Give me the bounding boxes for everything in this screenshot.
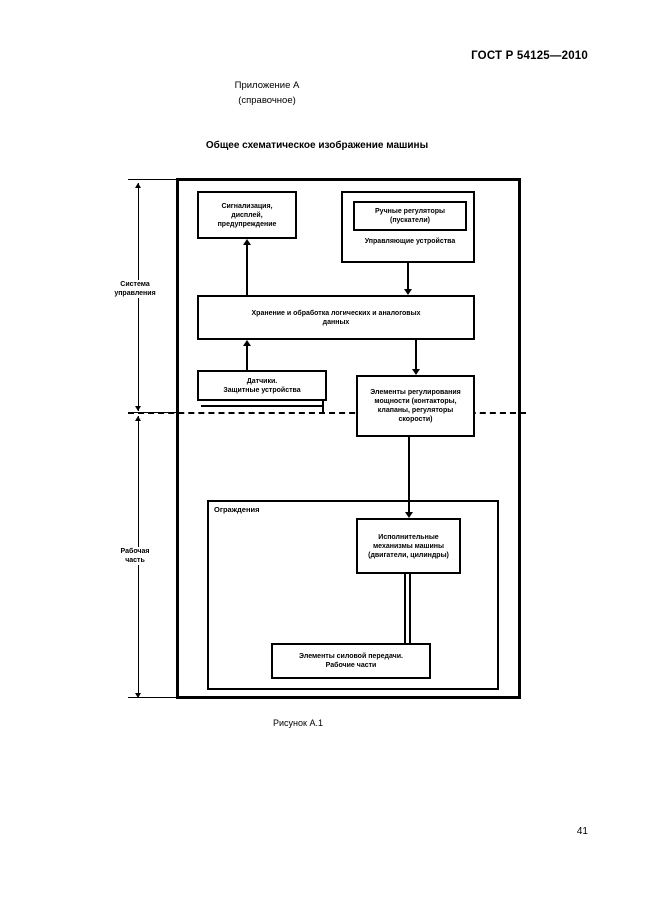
working-part-line-2: часть <box>125 557 145 564</box>
guard-label: Ограждения <box>214 505 260 514</box>
control-devices-label: Управляющие устройства <box>364 238 456 245</box>
dimension-tick-middle <box>128 412 176 413</box>
arrowhead-down-actuators-icon <box>405 512 413 518</box>
connector-sensors-hook-horizontal <box>201 405 324 407</box>
power-line-3: клапаны, регуляторы <box>377 407 454 414</box>
box-machine-actuators: Исполнительные механизмы машины (двигате… <box>356 518 461 574</box>
zone-label-working-part: Рабочая часть <box>100 547 170 565</box>
connector-sensors-hook-vertical <box>322 401 324 413</box>
signal-line-2: дисплей, <box>231 211 263 219</box>
power-line-4: скорости) <box>398 416 433 423</box>
actuators-line-2: механизмы машины <box>372 542 444 550</box>
zone-separator-dashed-line <box>128 412 526 414</box>
connector-power-to-actuators <box>408 437 410 512</box>
dimension-arrow-down-working-part-icon <box>135 693 141 698</box>
guard-frame <box>207 500 499 690</box>
box-signalling-display-warning: Сигнализация, дисплей, предупреждение <box>197 191 297 239</box>
manual-line-2: (пускатели) <box>390 217 430 224</box>
connector-storage-to-power-regulation <box>415 340 417 369</box>
control-system-line-2: управления <box>114 290 156 297</box>
arrowhead-up-storage-icon <box>243 340 251 346</box>
storage-line-2: данных <box>322 318 350 326</box>
transmission-line-1: Элементы силовой передачи. <box>299 653 403 660</box>
box-power-regulation-elements: Элементы регулирования мощности (контакт… <box>356 375 475 437</box>
connector-sensors-to-storage <box>246 346 248 370</box>
figure-caption: Рисунок А.1 <box>273 718 323 728</box>
box-power-transmission-working-parts: Элементы силовой передачи. Рабочие части <box>271 643 431 679</box>
power-line-2: мощности (контакторы, <box>374 398 457 405</box>
connector-actuators-to-transmission-right <box>409 574 411 643</box>
sensors-line-1: Датчики. <box>246 377 278 385</box>
figure-title: Общее схематическое изображение машины <box>205 140 429 151</box>
box-sensors-protective-devices: Датчики. Защитные устройства <box>197 370 327 401</box>
power-line-1: Элементы регулирования <box>370 389 461 396</box>
standard-header: ГОСТ Р 54125—2010 <box>471 50 588 62</box>
zone-label-control-system: Система управления <box>100 280 170 298</box>
control-system-line-1: Система <box>120 281 150 288</box>
dimension-arrow-up-control-system-icon <box>135 183 141 188</box>
appendix-subtitle: (справочное) <box>238 95 296 106</box>
appendix-title: Приложение А <box>234 80 300 91</box>
actuators-line-1: Исполнительные <box>378 533 439 541</box>
dimension-arrow-down-control-system-icon <box>135 406 141 411</box>
appendix-heading: Приложение А (справочное) <box>0 78 590 108</box>
connector-storage-to-signal <box>246 245 248 295</box>
box-logic-analog-data-storage: Хранение и обработка логических и аналог… <box>197 295 475 340</box>
transmission-line-2: Рабочие части <box>325 662 377 669</box>
connector-control-devices-to-storage <box>407 263 409 289</box>
box-control-devices: Ручные регуляторы (пускатели) Управляющи… <box>341 191 475 263</box>
working-part-line-1: Рабочая <box>120 548 150 555</box>
sensors-line-2: Защитные устройства <box>223 386 301 394</box>
page-number: 41 <box>576 826 588 837</box>
dimension-tick-top <box>128 179 176 180</box>
storage-line-1: Хранение и обработка логических и аналог… <box>251 309 421 317</box>
arrowhead-up-signal-icon <box>243 239 251 245</box>
signal-line-3: предупреждение <box>217 220 277 228</box>
dimension-tick-bottom <box>128 697 176 698</box>
signal-line-1: Сигнализация, <box>221 202 273 210</box>
box-manual-controls: Ручные регуляторы (пускатели) <box>353 201 467 231</box>
arrowhead-down-storage-icon <box>404 289 412 295</box>
machine-outer-frame <box>176 178 521 699</box>
arrowhead-down-power-icon <box>412 369 420 375</box>
actuators-line-3: (двигатели, цилиндры) <box>368 551 449 559</box>
manual-line-1: Ручные регуляторы <box>375 208 445 215</box>
connector-actuators-to-transmission-left <box>404 574 406 643</box>
dimension-arrow-up-working-part-icon <box>135 416 141 421</box>
